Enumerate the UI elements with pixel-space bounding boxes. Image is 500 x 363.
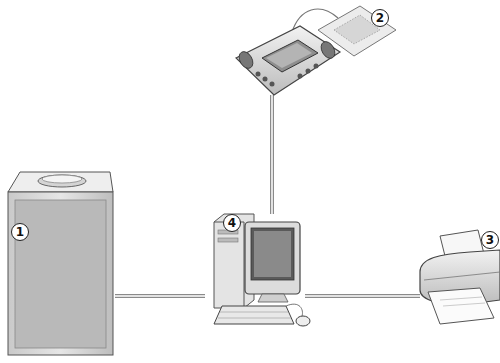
cable-core xyxy=(115,295,205,297)
cable-outline xyxy=(270,95,274,214)
device-node: 3 xyxy=(420,225,500,325)
printer xyxy=(420,230,500,324)
cable-core xyxy=(305,295,420,297)
personal-computer xyxy=(214,214,310,326)
callout-number: 2 xyxy=(371,9,389,27)
server-tower xyxy=(8,172,113,355)
callout-number: 1 xyxy=(11,223,29,241)
cable-line xyxy=(305,296,420,297)
cable-outline xyxy=(115,294,205,298)
callout-number: 4 xyxy=(223,214,241,232)
device-node: 4 xyxy=(205,214,305,330)
cable-line xyxy=(272,95,273,214)
device-node: 2 xyxy=(235,0,400,95)
cable-core xyxy=(271,95,273,214)
device-node: 1 xyxy=(8,168,115,356)
measuring-device xyxy=(236,6,396,95)
cable-outline xyxy=(305,294,420,298)
cable-line xyxy=(115,296,205,297)
callout-number: 3 xyxy=(481,231,499,249)
